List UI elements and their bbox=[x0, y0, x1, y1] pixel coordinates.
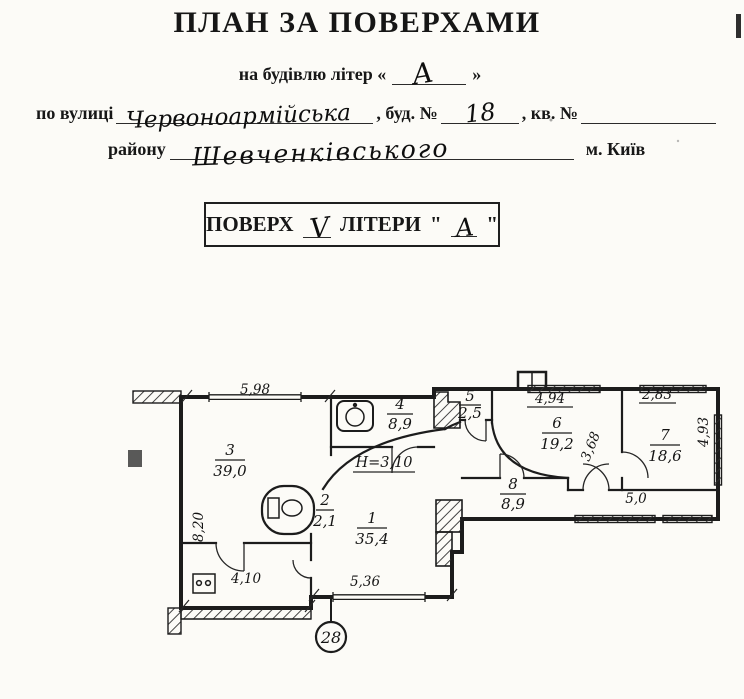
room-3-area: 39,0 bbox=[213, 462, 247, 480]
window-band-bottom-2 bbox=[662, 514, 713, 524]
scan-artifacts bbox=[128, 14, 741, 467]
district-label: району bbox=[108, 139, 166, 159]
wall-stub-top-left bbox=[132, 390, 182, 404]
room-2-number: 2 bbox=[319, 491, 330, 509]
floor-number-blank: V bbox=[302, 211, 331, 245]
floor-stamp-box: ПОВЕРХ V ЛІТЕРИ " А " bbox=[204, 202, 500, 247]
apartment-blank bbox=[580, 99, 716, 124]
quote-close: " bbox=[486, 212, 498, 236]
window-band-right bbox=[713, 414, 723, 486]
dim-corridor-bottom: 4,10 bbox=[230, 571, 261, 587]
room-3-number: 3 bbox=[225, 441, 235, 459]
dim-room3-top: 5,98 bbox=[240, 382, 270, 398]
stamp-letter-blank: А bbox=[450, 212, 478, 243]
plan-doors bbox=[215, 419, 649, 579]
curved-wall-room6 bbox=[490, 421, 570, 480]
sheet-number-value: 28 bbox=[320, 628, 341, 647]
toilet-icon bbox=[267, 497, 303, 519]
dim-room6-top: 4,94 bbox=[534, 391, 565, 407]
window-band-top-1 bbox=[527, 384, 601, 394]
room-5-number: 5 bbox=[465, 387, 475, 405]
district-blank: Шевченківського bbox=[169, 134, 574, 171]
window-band-bottom-1 bbox=[574, 514, 656, 524]
room-7-area: 18,6 bbox=[648, 447, 682, 465]
room-label-3: 3 39,0 bbox=[213, 441, 247, 480]
dim-room1-bottom: 5,36 bbox=[350, 574, 380, 590]
building-number-label: , буд. № bbox=[376, 103, 438, 123]
room-5-area: 2,5 bbox=[457, 404, 482, 422]
electric-panel-icon bbox=[192, 573, 216, 594]
letter-stamp-label: ЛІТЕРИ bbox=[339, 212, 421, 236]
quote-open: " bbox=[429, 212, 442, 236]
street-label: по вулиці bbox=[36, 103, 114, 123]
wall-stub-bottom-left bbox=[167, 607, 182, 635]
exterior-wall-outline bbox=[179, 387, 720, 610]
room-label-5: 5 2,5 bbox=[457, 387, 482, 422]
document-title: ПЛАН ЗА ПОВЕРХАМИ bbox=[173, 6, 541, 39]
room-label-7: 7 18,6 bbox=[648, 426, 682, 465]
duct-block-right-1 bbox=[435, 499, 463, 533]
duct-block-right-2 bbox=[435, 531, 453, 567]
city-label: м. Київ bbox=[585, 139, 646, 159]
room-8-area: 8,9 bbox=[501, 495, 525, 513]
building-letter-blank: А bbox=[392, 56, 467, 91]
room-label-6: 6 19,2 bbox=[540, 414, 573, 453]
plan-windows bbox=[181, 392, 426, 620]
sink-icon bbox=[336, 400, 374, 432]
room-7-number: 7 bbox=[660, 426, 670, 444]
sheet-number-badge: 28 bbox=[314, 599, 348, 654]
curved-wall-room1 bbox=[321, 427, 447, 491]
room-4-number: 4 bbox=[394, 395, 405, 413]
wc-enclosure bbox=[260, 484, 316, 536]
apartment-label: , кв. № bbox=[521, 103, 578, 123]
room-1-area: 35,4 bbox=[355, 530, 388, 548]
room-1-number: 1 bbox=[367, 509, 377, 527]
building-number-blank: 18 bbox=[440, 97, 519, 129]
dim-corridor-right: 5,0 bbox=[625, 491, 647, 507]
duct-block-top bbox=[433, 391, 461, 429]
room-label-8: 8 8,9 bbox=[500, 475, 526, 513]
dim-room7-right: 4,93 bbox=[696, 417, 712, 448]
floor-stamp-label: ПОВЕРХ bbox=[206, 212, 294, 236]
masonry-bottom-left bbox=[180, 608, 312, 620]
room-labels: 1 35,4 2 2,1 3 39,0 4 8,9 5 bbox=[213, 387, 682, 548]
dimension-labels: 5,98 8,20 4,10 5,36 4,94 2,83 4,93 3,68 … bbox=[191, 382, 712, 590]
address-line: по вулиці Червоноармійська , буд. № 18 ,… bbox=[36, 92, 716, 134]
window-band-top-2 bbox=[639, 384, 707, 394]
room-label-4: 4 8,9 bbox=[387, 395, 413, 433]
street-blank: Червоноармійська bbox=[116, 99, 374, 134]
room-4-area: 8,9 bbox=[388, 415, 412, 433]
dim-room7-top: 2,83 bbox=[641, 387, 672, 403]
building-letter-suffix: » bbox=[472, 64, 482, 84]
room-8-number: 8 bbox=[508, 475, 518, 493]
plan-walls bbox=[179, 370, 720, 610]
dimension-ticks bbox=[178, 389, 676, 613]
room-label-2: 2 2,1 bbox=[312, 491, 337, 530]
dim-room6-arc: 3,68 bbox=[578, 429, 604, 463]
building-letter-prefix: на будівлю літер « bbox=[238, 64, 387, 84]
room-6-number: 6 bbox=[552, 414, 562, 432]
room-2-area: 2,1 bbox=[312, 512, 337, 530]
district-line: району Шевченківського м. Київ bbox=[108, 126, 668, 172]
ceiling-height-note: Н=3,10 bbox=[354, 455, 412, 471]
dim-room3-left: 8,20 bbox=[191, 512, 207, 542]
room-label-1: 1 35,4 bbox=[355, 509, 388, 548]
room-6-area: 19,2 bbox=[540, 435, 573, 453]
building-letter-line: на будівлю літер « А » bbox=[0, 55, 720, 92]
